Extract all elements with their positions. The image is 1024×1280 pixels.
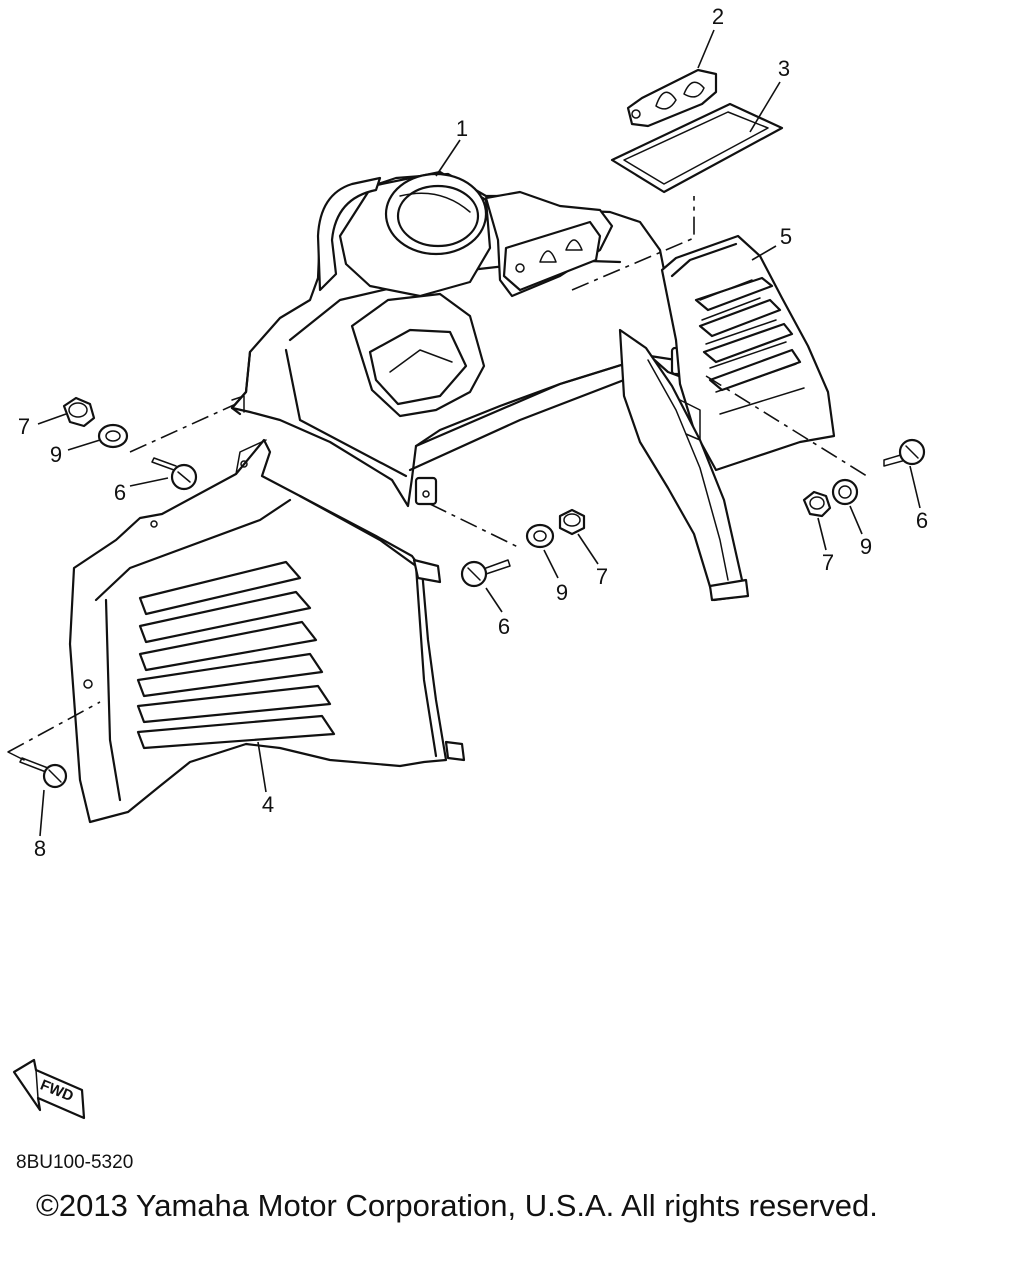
callout-4: 4 (262, 792, 274, 817)
bolt-6-right (883, 438, 926, 467)
screw-8 (19, 757, 68, 789)
callout-6b: 6 (498, 614, 510, 639)
washer-9-center (525, 523, 555, 549)
bolt-6-center (460, 559, 511, 588)
callout-3: 3 (778, 56, 790, 81)
part-2-switch-bezel (626, 68, 718, 128)
leader-lines (37, 29, 921, 837)
part-4-left-panel (68, 438, 466, 824)
callout-labels: 1 2 3 5 7 9 6 6 9 7 6 9 7 4 8 (18, 4, 928, 861)
callout-8: 8 (34, 836, 46, 861)
part-3-gasket (610, 102, 784, 194)
part-1-front-body (230, 170, 694, 508)
callout-5: 5 (780, 224, 792, 249)
callout-1: 1 (456, 116, 468, 141)
nut-7-right (802, 490, 832, 518)
callout-7b: 7 (596, 564, 608, 589)
diagram-code: 8BU100-5320 (16, 1152, 134, 1173)
part-5-right-panel (618, 234, 836, 602)
washer-9-left (97, 423, 129, 449)
nut-7-left (62, 396, 96, 428)
copyright-notice: ©2013 Yamaha Motor Corporation, U.S.A. A… (36, 1188, 878, 1223)
bolt-6-left (151, 457, 198, 491)
nut-7-center (558, 508, 586, 536)
callout-9b: 9 (556, 580, 568, 605)
callout-6c: 6 (916, 508, 928, 533)
callout-9c: 9 (860, 534, 872, 559)
callout-6a: 6 (114, 480, 126, 505)
callout-7a: 7 (18, 414, 30, 439)
assembly-lines (7, 196, 871, 761)
callout-7c: 7 (822, 550, 834, 575)
washer-9-right (831, 478, 859, 506)
callout-9a: 9 (50, 442, 62, 467)
forward-arrow-icon: FWD (12, 1058, 86, 1120)
callout-2: 2 (712, 4, 724, 29)
